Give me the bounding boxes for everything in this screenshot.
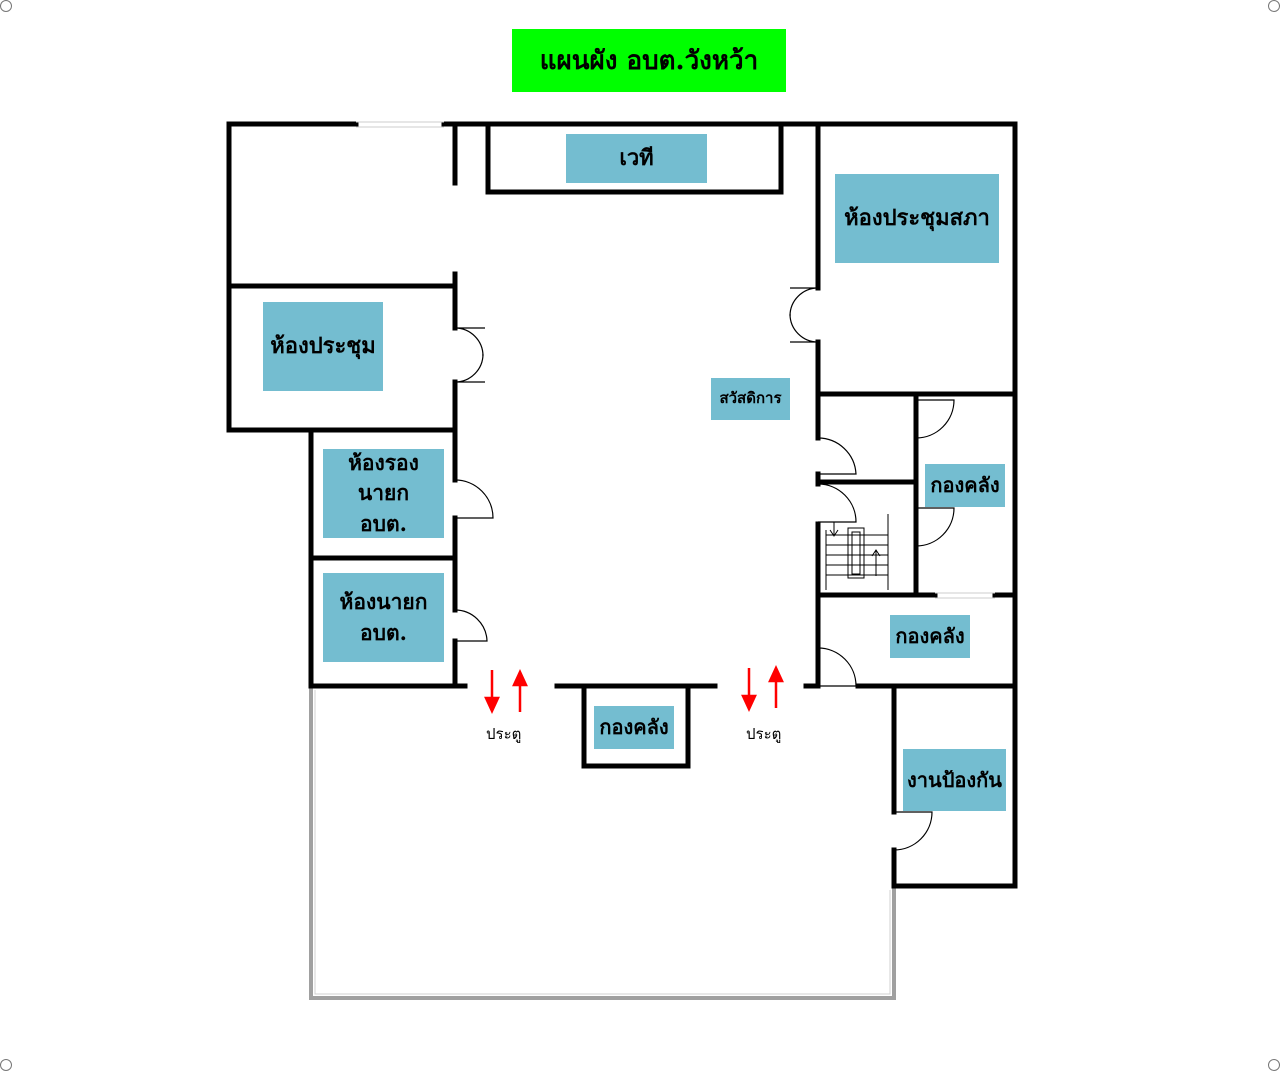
window-lines <box>356 121 995 599</box>
walls <box>226 121 1018 889</box>
door-label-left: ประตู <box>486 725 522 743</box>
corner-mark-bottom-left <box>0 1059 12 1071</box>
room-stage-label: เวที <box>619 144 654 171</box>
room-finance-middle-label: กองคลัง <box>895 624 965 648</box>
room-mayor: ห้องนายก อบต. <box>323 573 444 662</box>
corner-mark-top-left <box>0 0 12 12</box>
room-meeting: ห้องประชุม <box>263 302 383 391</box>
room-prevention-label: งานป้องกัน <box>907 767 1002 792</box>
room-finance-upper-label: กองคลัง <box>930 473 1000 497</box>
room-welfare: สวัสดิการ <box>711 378 790 420</box>
lower-hall-inner <box>314 690 891 995</box>
corner-mark-top-right <box>1268 0 1280 12</box>
door-swing-icon <box>454 287 955 851</box>
arrow-up-icon <box>512 665 784 712</box>
room-council-meeting-label: ห้องประชุมสภา <box>844 204 990 231</box>
room-finance-entrance: กองคลัง <box>594 706 674 749</box>
room-finance-middle: กองคลัง <box>890 615 970 658</box>
room-finance-upper: กองคลัง <box>925 464 1005 507</box>
door-label-right: ประตู <box>746 725 782 743</box>
room-mayor-label: ห้องนายก อบต. <box>339 589 428 645</box>
plan-title: แผนผัง อบต.วังหว้า <box>512 29 786 92</box>
room-stage: เวที <box>566 134 707 183</box>
room-deputy-mayor-label: ห้องรองนายก อบต. <box>348 449 419 536</box>
room-meeting-label: ห้องประชุม <box>270 332 376 359</box>
room-council-meeting: ห้องประชุมสภา <box>835 174 999 263</box>
room-deputy-mayor: ห้องรองนายก อบต. <box>323 449 444 538</box>
stairs-icon <box>825 514 889 590</box>
room-prevention: งานป้องกัน <box>903 749 1006 811</box>
lower-hall-outline <box>309 686 896 1000</box>
room-welfare-label: สวัสดิการ <box>719 389 782 408</box>
corner-mark-bottom-right <box>1268 1059 1280 1071</box>
room-finance-entrance-label: กองคลัง <box>599 715 669 739</box>
arrow-down-icon <box>484 668 757 714</box>
